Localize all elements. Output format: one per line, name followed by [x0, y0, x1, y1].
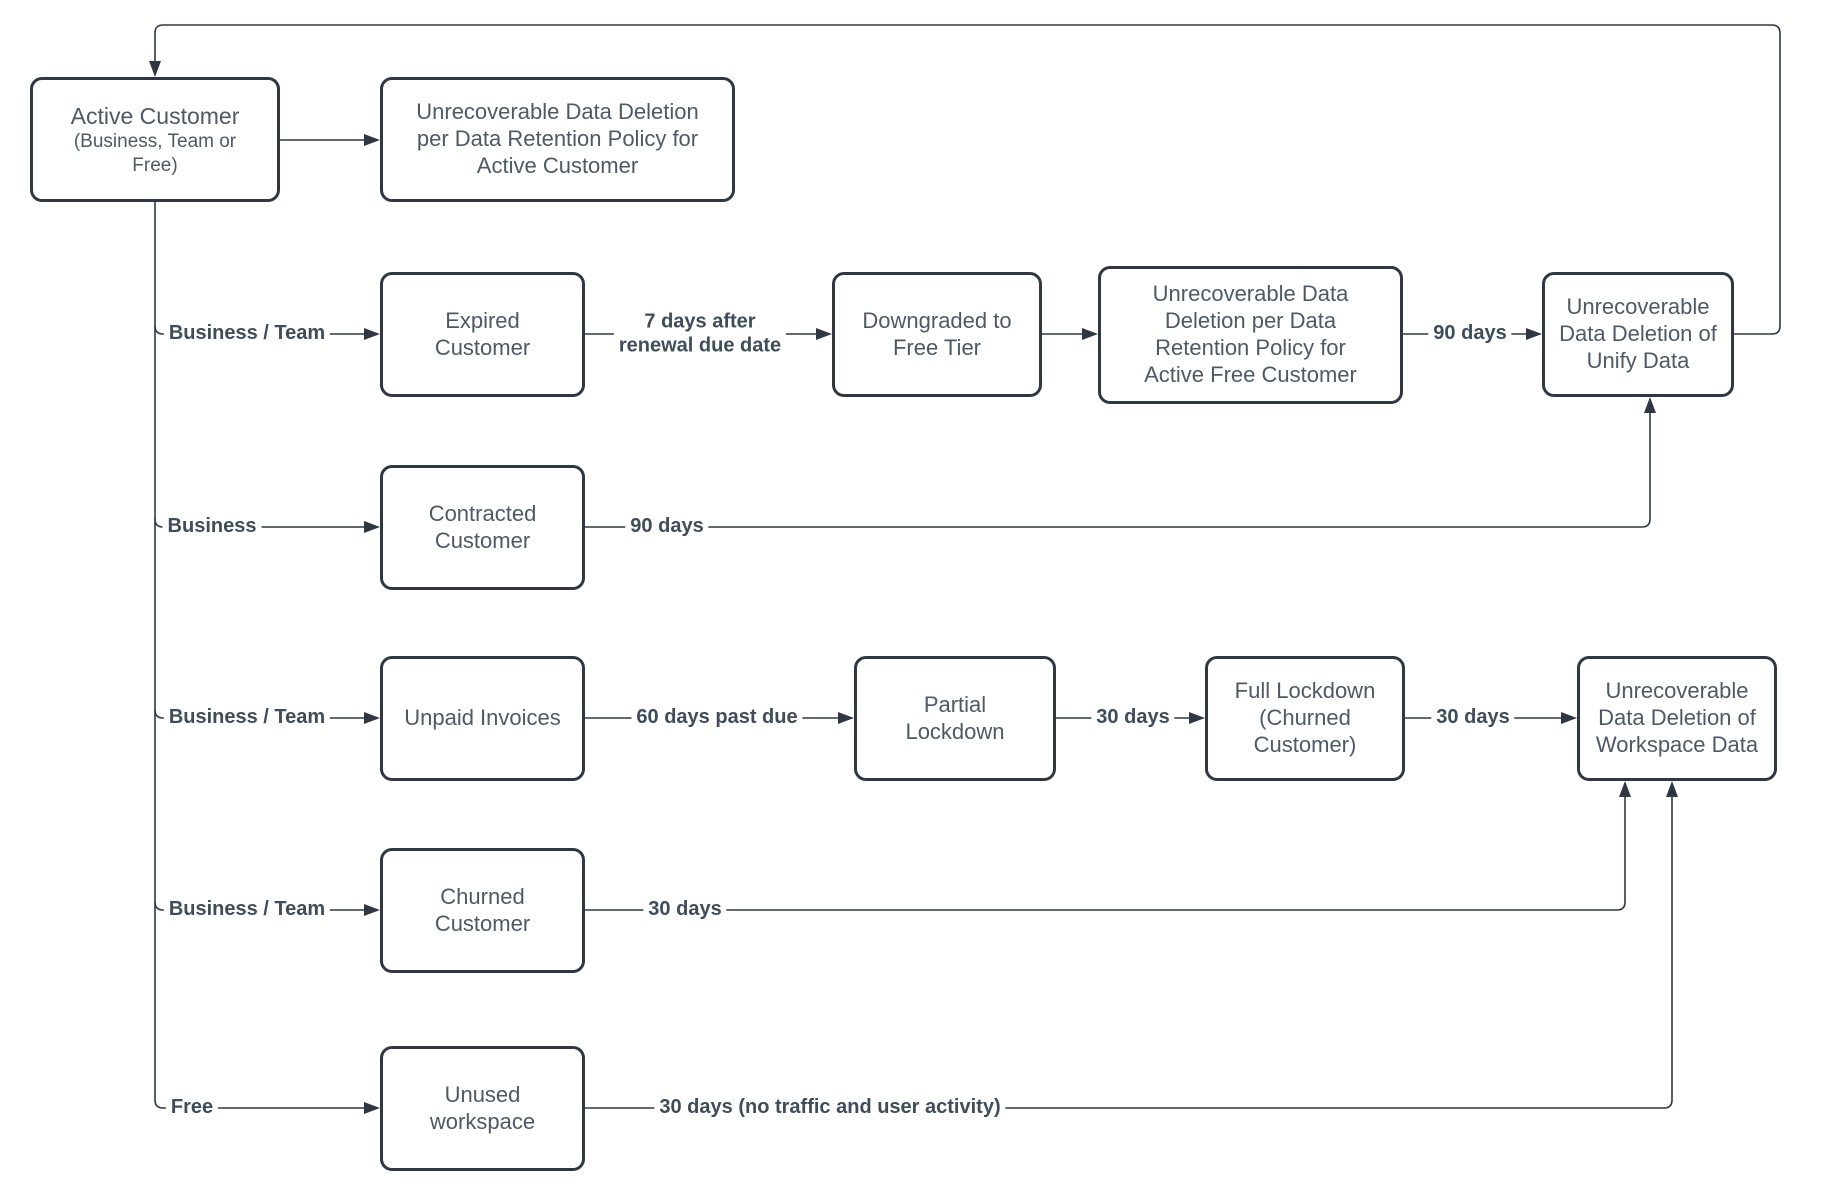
- node-active-free-deletion: Unrecoverable Data Deletion per Data Ret…: [1098, 266, 1403, 404]
- node-full-lockdown-label: Full Lockdown (Churned Customer): [1234, 678, 1376, 757]
- node-workspace-data-deletion: Unrecoverable Data Deletion of Workspace…: [1577, 656, 1777, 781]
- edge-label-90-days-free: 90 days: [1428, 321, 1512, 347]
- edge-churned-to-workspace-deletion: [585, 781, 1631, 911]
- edge-label-30-days-no-traffic: 30 days (no traffic and user activity): [654, 1095, 1006, 1121]
- edge-branch-business-team-to-unpaid: [154, 709, 380, 724]
- node-unify-data-deletion-label: Unrecoverable Data Deletion of Unify Dat…: [1559, 294, 1717, 373]
- edge-trunk-free-to-unused: [154, 202, 380, 1114]
- node-active-customer: Active Customer (Business, Team or Free): [30, 77, 280, 202]
- edge-label-business-team-expired: Business / Team: [163, 321, 331, 347]
- node-workspace-data-deletion-label: Unrecoverable Data Deletion of Workspace…: [1595, 678, 1759, 757]
- node-contracted-customer-label: Contracted Customer: [428, 500, 537, 553]
- node-downgraded-free-tier: Downgraded to Free Tier: [832, 272, 1042, 397]
- edge-branch-business-team-to-churned: [154, 901, 380, 916]
- node-partial-lockdown: Partial Lockdown: [854, 656, 1056, 781]
- edge-label-business-team-unpaid: Business / Team: [163, 705, 331, 731]
- node-unused-workspace-label: Unused workspace: [429, 1081, 536, 1134]
- node-active-customer-title: Active Customer: [70, 102, 240, 129]
- node-active-customer-subtitle: (Business, Team or Free): [73, 130, 237, 176]
- node-active-free-deletion-label: Unrecoverable Data Deletion per Data Ret…: [1144, 281, 1357, 387]
- node-churned-customer: Churned Customer: [380, 848, 585, 973]
- edge-contracted-to-unify: [585, 397, 1656, 528]
- node-expired-customer: Expired Customer: [380, 272, 585, 397]
- edge-branch-business-team-to-expired: [154, 325, 380, 340]
- node-expired-customer-label: Expired Customer: [434, 307, 531, 360]
- node-churned-customer-label: Churned Customer: [434, 883, 531, 936]
- node-active-customer-deletion-label: Unrecoverable Data Deletion per Data Ret…: [416, 99, 699, 178]
- edge-label-60-days-past-due: 60 days past due: [631, 705, 803, 731]
- edge-label-30-days-full: 30 days: [1431, 705, 1515, 731]
- edge-unused-to-workspace-deletion: [585, 781, 1678, 1109]
- edge-label-30-days-partial: 30 days: [1091, 705, 1175, 731]
- edge-label-30-days-churned: 30 days: [643, 897, 727, 923]
- node-contracted-customer: Contracted Customer: [380, 465, 585, 590]
- node-full-lockdown: Full Lockdown (Churned Customer): [1205, 656, 1405, 781]
- edge-label-7-days-after-renewal: 7 days after renewal due date: [613, 309, 787, 359]
- node-partial-lockdown-label: Partial Lockdown: [905, 691, 1005, 744]
- edge-unify-feedback-to-active: [149, 24, 1781, 335]
- node-unify-data-deletion: Unrecoverable Data Deletion of Unify Dat…: [1542, 272, 1734, 397]
- node-unpaid-invoices: Unpaid Invoices: [380, 656, 585, 781]
- node-unused-workspace: Unused workspace: [380, 1046, 585, 1171]
- node-downgraded-free-tier-label: Downgraded to Free Tier: [862, 307, 1012, 360]
- node-active-customer-deletion: Unrecoverable Data Deletion per Data Ret…: [380, 77, 735, 202]
- edge-label-business-team-churned: Business / Team: [163, 897, 331, 923]
- edge-label-90-days-contracted: 90 days: [625, 514, 709, 540]
- edge-label-free: Free: [165, 1095, 219, 1121]
- node-unpaid-invoices-label: Unpaid Invoices: [404, 705, 561, 731]
- edge-label-business-contracted: Business: [162, 514, 262, 540]
